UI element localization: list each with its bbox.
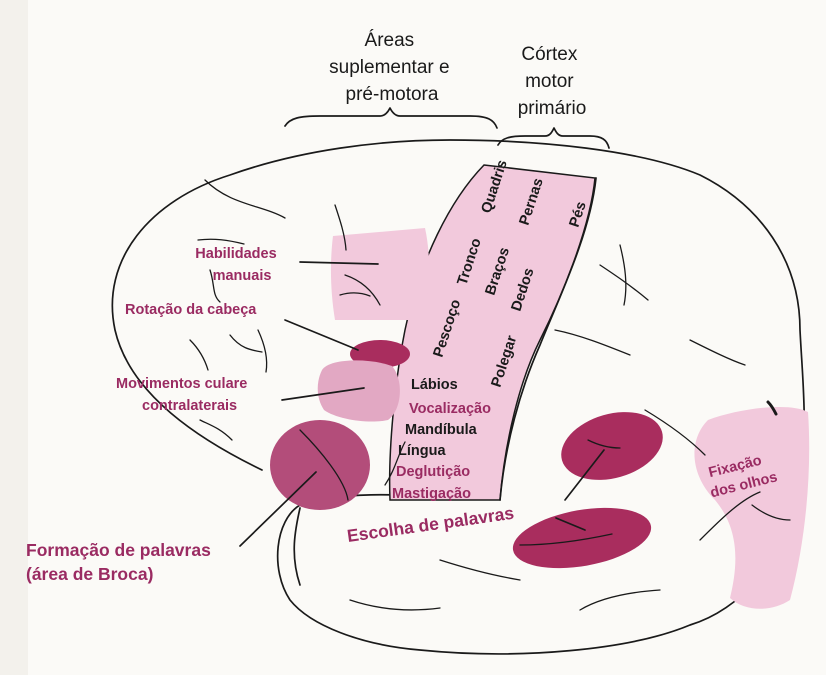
- label-tongue: Língua: [398, 443, 446, 459]
- label-lips: Lábios: [411, 377, 458, 393]
- word-choice-area-lower: [512, 507, 652, 569]
- label-feet: Pés: [567, 200, 590, 229]
- label-hand-skills: Habilidades manuais: [195, 246, 280, 284]
- leader-word-choice-lower: [555, 517, 586, 531]
- leader-hand-skills: [299, 261, 379, 265]
- label-word-choice: Escolha de palavras: [346, 503, 516, 546]
- brain-outline: [111, 139, 806, 655]
- bracket-primary: [497, 127, 610, 149]
- label-eye-movements: Movimentos culare contralaterais: [116, 376, 251, 414]
- hand-skills-area: [330, 228, 430, 320]
- eye-movements-area: [317, 360, 400, 422]
- eye-fixation-area: [694, 406, 810, 609]
- leader-broca: [239, 471, 317, 547]
- notch-mark: [766, 400, 778, 416]
- broca-area: [270, 420, 370, 510]
- temporal-sulcus-line: [293, 507, 301, 586]
- page-margin: [0, 0, 28, 675]
- bracket-supplementary: [284, 107, 498, 129]
- label-swallowing: Deglutição: [396, 464, 470, 480]
- label-broca: Formação de palavras (área de Broca): [26, 540, 216, 584]
- leader-head-rotation: [284, 319, 359, 351]
- label-jaw: Mandíbula: [405, 422, 478, 438]
- label-chewing: Mastigação: [392, 486, 471, 502]
- label-vocalization: Vocalização: [409, 401, 491, 417]
- label-head-rotation: Rotação da cabeça: [125, 302, 257, 318]
- central-sulcus: [499, 177, 597, 501]
- header-primary-motor: Córtex motor primário: [518, 44, 587, 119]
- word-choice-area-upper: [561, 412, 663, 480]
- leader-eye-movements: [281, 387, 365, 401]
- sulci-details: [189, 179, 791, 611]
- header-supplementary: Áreas suplementar e pré-motora: [329, 30, 455, 105]
- leader-word-choice-upper: [564, 449, 605, 501]
